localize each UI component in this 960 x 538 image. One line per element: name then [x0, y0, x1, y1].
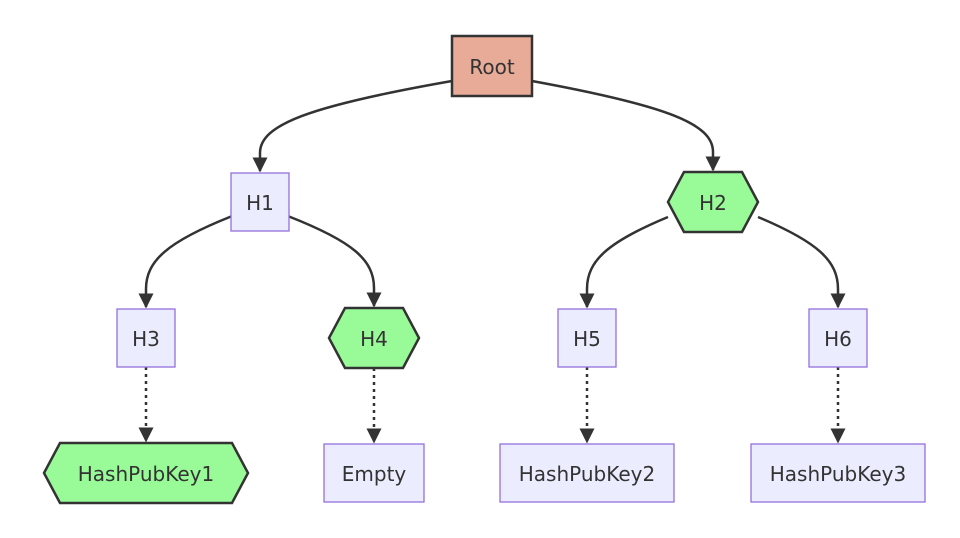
node-empty: Empty	[323, 443, 425, 503]
node-h5: H5	[557, 308, 617, 368]
node-empty-shape	[323, 443, 425, 503]
node-h3-shape	[116, 308, 176, 368]
node-hashpubkey3: HashPubKey3	[750, 443, 926, 503]
node-h6-label: H6	[824, 327, 852, 351]
node-h5-label: H5	[573, 327, 601, 351]
node-empty-label: Empty	[342, 462, 407, 486]
node-h2: H2	[666, 170, 760, 234]
edge-h2-to-h5	[579, 215, 669, 309]
node-h3-label: H3	[132, 327, 160, 351]
node-h3: H3	[116, 308, 176, 368]
node-h6-shape	[808, 308, 868, 368]
node-root-shape	[450, 34, 534, 98]
edge-h1-to-h3	[138, 215, 232, 309]
node-h4-label: H4	[360, 327, 388, 351]
edges-layer	[138, 79, 846, 444]
node-hashpubkey1: HashPubKey1	[42, 441, 250, 505]
node-hashpubkey2: HashPubKey2	[499, 443, 675, 503]
node-hashpubkey3-label: HashPubKey3	[770, 462, 906, 486]
node-h1-label: H1	[246, 191, 274, 215]
node-h1-shape	[230, 172, 290, 232]
node-h1: H1	[230, 172, 290, 232]
edge-h2-to-h6	[757, 215, 846, 309]
node-h2-shape	[666, 170, 760, 234]
node-h2-label: H2	[699, 191, 727, 215]
nodes-layer: Root H1 H2 H3 H4 H5 H6 HashPubKey1 Empty…	[42, 34, 926, 505]
node-hashpubkey3-shape	[750, 443, 926, 503]
node-root: Root	[450, 34, 534, 98]
node-h5-shape	[557, 308, 617, 368]
edge-root-to-h2	[531, 79, 721, 172]
node-hashpubkey2-shape	[499, 443, 675, 503]
node-hashpubkey2-label: HashPubKey2	[519, 462, 655, 486]
edge-h1-to-h4	[288, 215, 382, 308]
node-hashpubkey1-label: HashPubKey1	[78, 462, 214, 486]
node-root-label: Root	[469, 55, 514, 79]
edge-root-to-h1	[252, 79, 453, 173]
node-h4-shape	[327, 306, 421, 370]
node-hashpubkey1-shape	[42, 441, 250, 505]
node-h6: H6	[808, 308, 868, 368]
node-h4: H4	[327, 306, 421, 370]
